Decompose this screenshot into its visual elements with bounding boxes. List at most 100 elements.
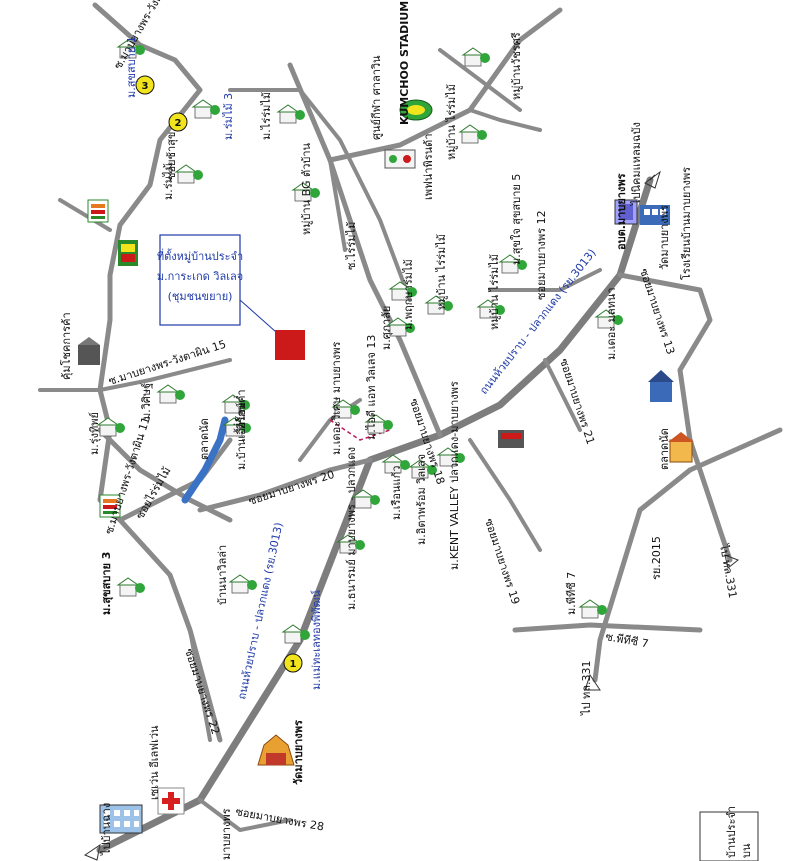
seven-eleven-icon bbox=[99, 494, 121, 518]
label-wat-map: วัดมาบยางพร bbox=[292, 720, 305, 785]
label-village-rmm: หมู่บ้าน ไร่ร่มไม้ bbox=[445, 84, 458, 160]
house-icon bbox=[331, 399, 360, 419]
road-upper-left bbox=[92, 2, 223, 743]
label-kent: ม.KENT VALLEY ปลวกแดง-มาบยางพร bbox=[448, 381, 461, 570]
road-right-loop bbox=[617, 272, 733, 563]
roads-layer bbox=[38, 2, 783, 854]
hospital-building-icon bbox=[99, 804, 143, 834]
house-icon bbox=[458, 124, 487, 144]
label-marker-2: ม.ร่มไม้ 3 bbox=[222, 93, 235, 140]
legend-line3: (ชุมชนขยาย) bbox=[168, 290, 233, 303]
label-soi-chamsuk: ซอยช้าสุข bbox=[165, 132, 178, 180]
label-to-331: ไป ทล.331 bbox=[580, 661, 593, 717]
house-icon bbox=[222, 417, 251, 437]
house-icon bbox=[408, 459, 437, 479]
label-pruksa: ม.พฤกษาร่มไม้ bbox=[402, 259, 415, 330]
house-icon bbox=[228, 574, 257, 594]
road-ptc7 bbox=[512, 622, 703, 633]
house-icon bbox=[156, 384, 185, 404]
label-suksabai-5: ม.สุขใจ สุขสบาย 5 bbox=[510, 174, 523, 265]
label-village-watchara: หมู่บ้านวัชรศรี bbox=[510, 32, 523, 100]
label-mondhana: ม.เดอะ มลทนา bbox=[605, 287, 618, 360]
road-soi-12 bbox=[488, 268, 602, 292]
label-village-rmm-2: หมู่บ้าน ไร่ร่มไม้ bbox=[435, 234, 448, 310]
office-icon bbox=[614, 199, 638, 225]
label-banna: บ้านนาวิลล่า bbox=[216, 545, 229, 605]
seven-eleven-icon bbox=[87, 199, 109, 223]
label-soi-19: ซอยมาบยางพร 19 bbox=[482, 517, 522, 606]
label-obt: อบต.มาบยางพร bbox=[615, 173, 628, 250]
label-to-nikom: ไปนิคมแหลมฉบัง bbox=[630, 122, 643, 206]
road-soi-20 bbox=[197, 457, 373, 513]
label-market: ตลาดนัด bbox=[198, 418, 211, 460]
label-30-2015: รย.2015 bbox=[650, 536, 663, 580]
label-wat-map-right: วัดมาบยางพร bbox=[658, 205, 671, 270]
label-ideat: ม.ไอดี แอท วิลเลจ 13 bbox=[365, 335, 378, 440]
label-ptc7: ม.พีทีซี 7 bbox=[565, 572, 578, 615]
store-icon bbox=[498, 430, 524, 448]
house-icon bbox=[498, 254, 527, 274]
road-upper-center bbox=[287, 62, 443, 438]
label-sports: ศูนย์กีฬา ศาลาวิน bbox=[370, 55, 383, 140]
labels-layer: ซ.มาบยางพร-วังตาผิน9 ม.สุขสบาย 1 ม.ร่มไม… bbox=[59, 0, 739, 860]
label-to-banchang: ไปบ้านฉาง bbox=[100, 803, 113, 856]
label-soi-20: ซอยมาบยางพร 20 bbox=[247, 468, 336, 508]
label-village-bg: หมู่บ้าน BG ตัวบ้าน bbox=[300, 142, 313, 235]
label-marker-3: ม.สุขสบาย 1 bbox=[125, 36, 138, 98]
road-lower-right bbox=[687, 427, 783, 473]
label-marker-1: ม.แม่ทะเลทองพิพัฒน์ bbox=[310, 590, 323, 690]
house-icon bbox=[594, 309, 623, 329]
temple-icon bbox=[257, 734, 295, 766]
house-icons bbox=[96, 39, 623, 644]
label-kumchok: คุ้มโชคการค้า bbox=[59, 312, 73, 380]
marker-1-num: 1 bbox=[290, 659, 297, 670]
road-lower-right-diag bbox=[592, 467, 693, 683]
house-icon bbox=[476, 299, 505, 319]
arrow-icon bbox=[644, 170, 661, 189]
label-soi-22: ซอยมาบยางพร 22 bbox=[182, 647, 222, 736]
school-icon bbox=[640, 205, 670, 225]
label-soi-ptc7: ซ.พีทีซี 7 bbox=[604, 630, 649, 650]
house-icon bbox=[351, 489, 380, 509]
kasemrad-road bbox=[181, 416, 229, 504]
label-suksabai-3: ม.สุขสบาย 3 bbox=[100, 552, 114, 615]
house-icon bbox=[281, 624, 310, 644]
label-supalai: ม.ศุภาลัย bbox=[380, 306, 393, 350]
stadium-icon bbox=[399, 99, 433, 121]
marker-2-num: 2 bbox=[175, 118, 182, 129]
marker-3: 3 bbox=[135, 75, 155, 95]
marker-2: 2 bbox=[168, 112, 188, 132]
house-icon bbox=[461, 47, 490, 67]
legend-line1: ที่ตั้งหมู่บ้านประจำ bbox=[157, 248, 243, 263]
house-icon bbox=[276, 104, 305, 124]
house-icon bbox=[174, 164, 203, 184]
marker-1: 1 bbox=[283, 653, 303, 673]
house-icon bbox=[436, 447, 465, 467]
label-rungtip: ม.รุ่งทิพย์ bbox=[88, 412, 101, 455]
label-hospital: เซเว่น อีเลฟเว่น bbox=[148, 725, 161, 800]
store-icon bbox=[118, 240, 138, 266]
arrow-icon bbox=[83, 843, 101, 861]
house-icon bbox=[424, 295, 453, 315]
label-itaprom: ม.อิตาพร้อม วิลเลจ bbox=[415, 454, 428, 545]
label-school: โรงเรียนบ้านมาบยางพร bbox=[679, 167, 693, 280]
bottom-right-box: บ้านประจำ บน bbox=[699, 806, 759, 861]
house-icon bbox=[96, 417, 125, 437]
market-stalls-icon bbox=[384, 149, 416, 169]
house-icon bbox=[386, 317, 415, 337]
road-soi-19 bbox=[468, 438, 542, 552]
label-market-right: ตลาดนัด bbox=[658, 428, 671, 470]
marker-3-num: 3 bbox=[142, 81, 149, 92]
arrow-icon bbox=[724, 554, 739, 569]
house-icon bbox=[364, 414, 393, 434]
road-soi-18 bbox=[228, 88, 412, 302]
karaked-village-marker bbox=[275, 330, 305, 360]
house-icon bbox=[578, 599, 607, 619]
shop-icon bbox=[78, 337, 100, 365]
label-soi-9: ซ.มาบยางพร-วังตาผิน9 bbox=[111, 0, 178, 71]
house-icon bbox=[116, 577, 145, 597]
bottom-box-line2: บน bbox=[740, 843, 753, 858]
house-icon bbox=[291, 182, 320, 202]
label-uea-home: ม.บ้านเอื้อโฮม bbox=[233, 402, 248, 470]
bottom-box-line1: บ้านประจำ bbox=[725, 806, 738, 858]
